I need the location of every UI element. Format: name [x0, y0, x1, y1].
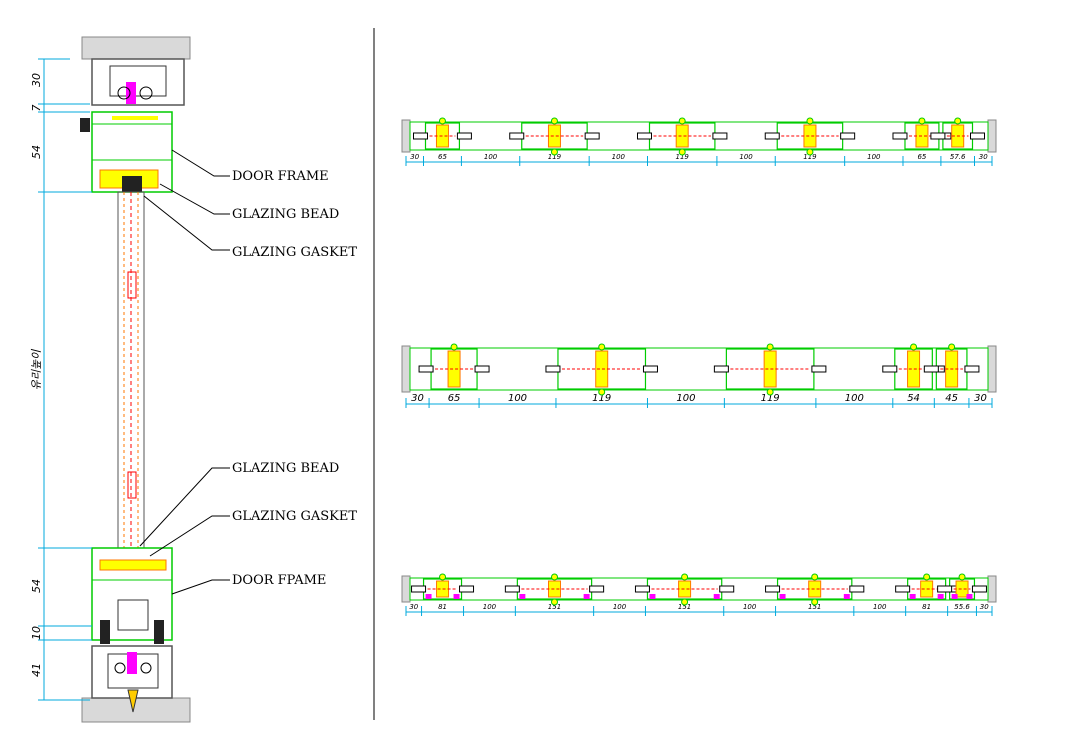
dimension-label: 30	[409, 603, 418, 611]
profile-cluster	[930, 117, 986, 150]
dimension-label: 81	[922, 603, 931, 611]
vertical-section	[38, 36, 230, 723]
sill-track	[91, 645, 173, 713]
dimension-label: 55.6	[954, 603, 970, 611]
dim-label-54-bottom: 54	[30, 579, 43, 593]
plan-view-1: 30 65 100 119 100 119 100 119 100 65 57.6 30	[401, 117, 997, 166]
dimension-label: 65	[448, 393, 461, 404]
profile-cluster	[764, 117, 856, 156]
dimension-label: 65	[438, 153, 447, 161]
plan-views: 30 65 100 119 100 119 100 119 100 65 57.6 30 30 65 100…	[401, 117, 997, 616]
dimension-label: 57.6	[950, 153, 966, 161]
dimension-label: 100	[867, 153, 881, 161]
dimension-label: 100	[739, 153, 753, 161]
concrete-top	[81, 36, 191, 60]
profile-cluster	[765, 573, 865, 606]
dim-label-7: 7	[30, 105, 43, 112]
dim-label-10: 10	[30, 626, 43, 640]
dimension-label: 119	[548, 153, 562, 161]
leader-lines	[139, 149, 230, 595]
dimension-label: 100	[743, 603, 757, 611]
dimension-label: 100	[484, 153, 498, 161]
top-door-frame	[91, 111, 173, 193]
dimension-label: 100	[676, 393, 695, 404]
callout-glazing-gasket-bottom: GLAZING GASKET	[232, 509, 357, 524]
profile-cluster	[504, 573, 605, 606]
profile-cluster	[418, 343, 490, 390]
profile-cluster	[545, 343, 658, 396]
bottom-door-frame	[91, 547, 173, 644]
dimension-label: 151	[678, 603, 691, 611]
dimension-label: 30	[979, 153, 988, 161]
wall-right	[987, 119, 997, 153]
callout-glazing-bead-top: GLAZING BEAD	[232, 207, 339, 222]
dimension-label: 100	[873, 603, 887, 611]
dimension-label: 100	[483, 603, 497, 611]
profile-cluster	[937, 573, 987, 600]
callout-door-fpame: DOOR FPAME	[232, 573, 326, 588]
dimension-label: 119	[592, 393, 611, 404]
dimension-label: 119	[676, 153, 690, 161]
head-track	[80, 58, 185, 132]
glass-height-label: 유리높이	[30, 349, 43, 390]
track-outline	[409, 347, 989, 391]
plan-view-3: 30 81 100 151 100 151 100 151 100 81 55.6 30	[401, 573, 997, 616]
concrete-bottom	[81, 697, 191, 723]
callout-glazing-bead-bottom: GLAZING BEAD	[232, 461, 339, 476]
wall-right	[987, 575, 997, 603]
dimension-label: 30	[411, 393, 424, 404]
profile-cluster	[411, 573, 475, 600]
dimension-label: 65	[917, 153, 926, 161]
profile-cluster	[713, 343, 827, 396]
profile-cluster	[509, 117, 600, 156]
dimension-label: 100	[612, 153, 626, 161]
dimension-label: 151	[548, 603, 561, 611]
wall-left	[401, 345, 411, 393]
wall-left	[401, 119, 411, 153]
dim-label-54-top: 54	[30, 145, 43, 159]
callout-glazing-gasket-top: GLAZING GASKET	[232, 245, 357, 260]
callout-door-frame: DOOR FRAME	[232, 169, 329, 184]
wall-left	[401, 575, 411, 603]
vertical-dimension-line	[38, 58, 92, 701]
dim-label-30: 30	[30, 73, 43, 87]
dimension-label: 100	[613, 603, 627, 611]
profile-cluster	[412, 117, 472, 150]
profile-cluster	[923, 343, 980, 390]
dimension-label: 45	[945, 393, 958, 404]
dimension-label: 30	[410, 153, 419, 161]
dim-label-41: 41	[30, 663, 43, 677]
track-outline	[409, 577, 989, 601]
profile-cluster	[634, 573, 735, 606]
dimension-label: 81	[438, 603, 447, 611]
track-outline	[409, 121, 989, 151]
dimension-label: 151	[808, 603, 821, 611]
dimension-label: 30	[980, 603, 989, 611]
wall-right	[987, 345, 997, 393]
dimension-label: 54	[907, 393, 920, 404]
dimension-label: 119	[803, 153, 817, 161]
dimension-label: 119	[761, 393, 780, 404]
dimension-label: 100	[508, 393, 527, 404]
dimension-label: 100	[845, 393, 864, 404]
plan-view-2: 30 65 100 119 100 119 100 54 45 30	[401, 343, 997, 408]
dimension-label: 30	[974, 393, 987, 404]
glass-panel	[117, 191, 145, 549]
profile-cluster	[636, 117, 728, 156]
